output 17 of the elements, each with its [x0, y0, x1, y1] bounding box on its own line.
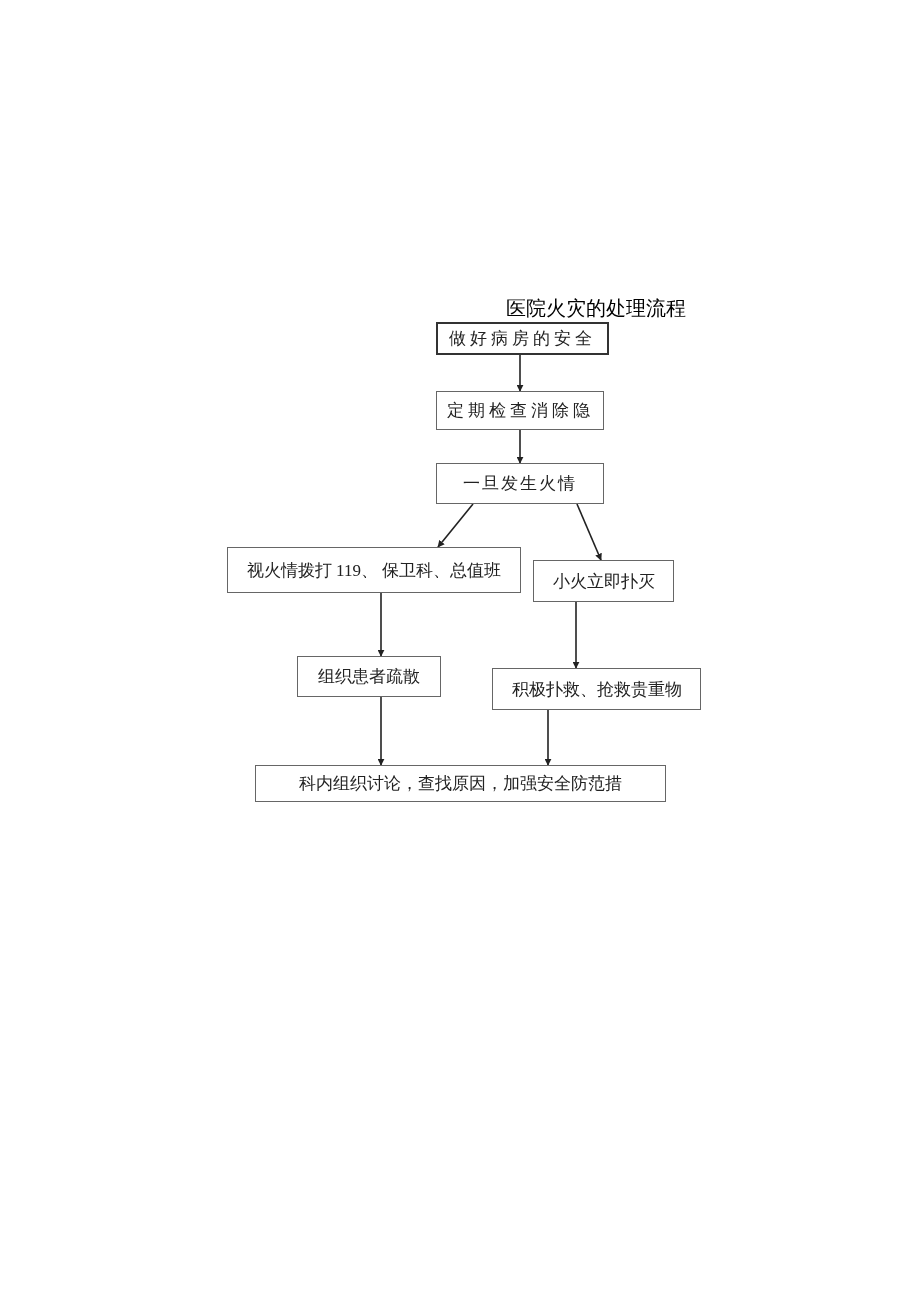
arrow — [516, 429, 524, 464]
diagram-title: 医院火灾的处理流程 — [506, 295, 686, 322]
arrow — [437, 503, 474, 548]
process-box: 组织患者疏散 — [297, 656, 441, 697]
process-box: 视火情拨打 119、 保卫科、总值班 — [227, 547, 521, 593]
arrow — [576, 503, 602, 561]
arrow — [516, 354, 524, 392]
arrow — [377, 592, 385, 657]
process-box: 一旦发生火情 — [436, 463, 604, 504]
process-box: 积极扑救、抢救贵重物 — [492, 668, 701, 710]
process-box: 小火立即扑灭 — [533, 560, 674, 602]
arrow — [572, 601, 580, 669]
process-box: 定期检查消除隐 — [436, 391, 604, 430]
arrow — [544, 709, 552, 766]
process-box: 科内组织讨论，查找原因，加强安全防范措 — [255, 765, 666, 802]
process-box: 做好病房的安全 — [436, 322, 609, 355]
arrow — [377, 696, 385, 766]
